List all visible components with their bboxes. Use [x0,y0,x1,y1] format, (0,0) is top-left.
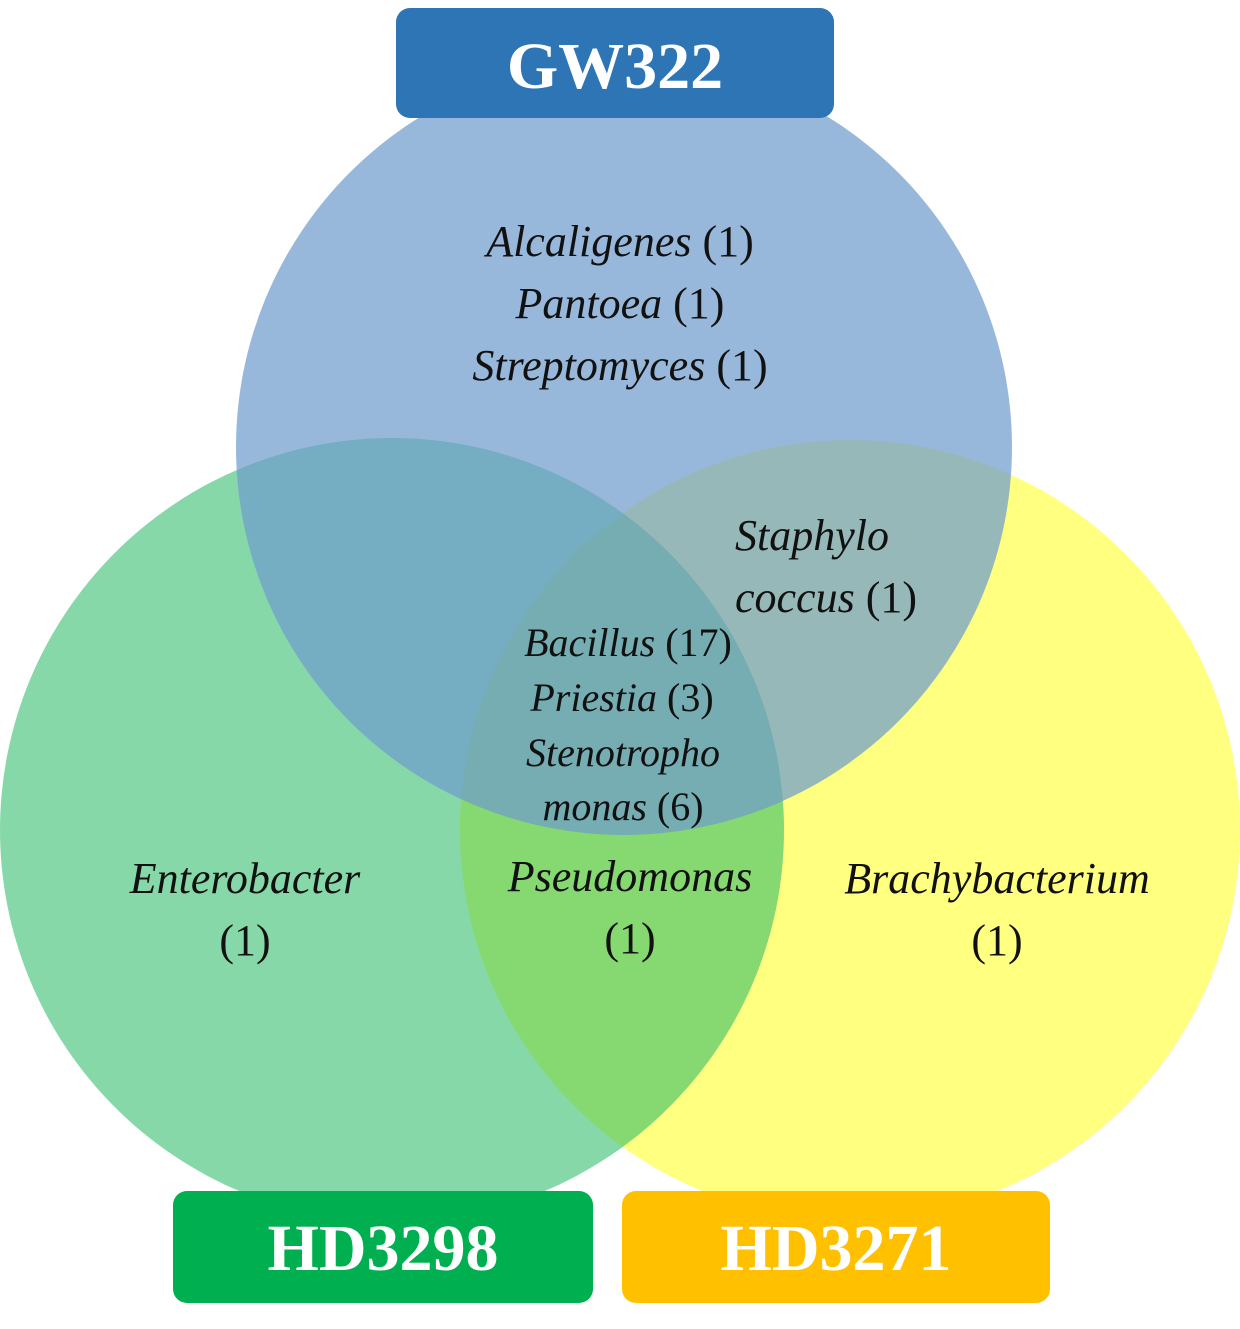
region-left-right-line-2: (1) [604,914,655,963]
genus-name: coccus [735,573,855,622]
count: (1) [716,341,767,390]
genus-name: Pseudomonas [507,852,752,901]
label-left: HD3298 [173,1191,593,1303]
label-top-box [396,8,834,118]
region-right-line-2: (1) [971,916,1022,965]
region-all-three: Bacillus (17) Priestia (3) Stenotropho m… [524,620,732,829]
region-left-line-1: Enterobacter [129,854,361,903]
region-top-right: Staphylo coccus (1) [735,511,917,622]
genus-name: Streptomyces [472,341,705,390]
genus-name: Pantoea [515,279,663,328]
count: (1) [673,279,724,328]
region-top-right-line-2: coccus (1) [735,573,917,622]
label-left-text: HD3298 [268,1212,499,1285]
count: (1) [219,916,270,965]
region-left-right-line-1: Pseudomonas [507,852,752,901]
count: (17) [665,620,732,665]
genus-name: Priestia [529,675,657,720]
label-right-text: HD3271 [721,1212,952,1285]
region-right-line-1: Brachybacterium [844,854,1149,903]
label-top-text: GW322 [507,30,723,103]
region-left-only: Enterobacter (1) [129,854,361,965]
region-top-line-1: Alcaligenes (1) [483,217,754,266]
genus-name: Staphylo [735,511,889,560]
genus-name: Enterobacter [129,854,361,903]
label-right: HD3271 [622,1191,1050,1303]
region-top-line-3: Streptomyces (1) [472,341,767,390]
region-top-only: Alcaligenes (1) Pantoea (1) Streptomyces… [472,217,767,390]
genus-name: Bacillus [524,620,655,665]
region-left-line-2: (1) [219,916,270,965]
label-top: GW322 [396,8,834,118]
count: (1) [971,916,1022,965]
region-center-line-1: Bacillus (17) [524,620,732,665]
count: (3) [667,675,714,720]
region-center-line-3: Stenotropho [526,730,720,775]
count: (1) [604,914,655,963]
label-right-box [622,1191,1050,1303]
circles [0,59,1240,1222]
genus-name: Alcaligenes [483,217,691,266]
region-center-line-4: monas (6) [542,784,703,829]
circle-top [236,59,1012,835]
genus-name: Stenotropho [526,730,720,775]
region-right-only: Brachybacterium (1) [844,854,1149,965]
count: (1) [866,573,917,622]
region-top-right-line-1: Staphylo [735,511,889,560]
region-center-line-2: Priestia (3) [529,675,713,720]
count: (6) [657,784,704,829]
region-left-right: Pseudomonas (1) [507,852,752,963]
count: (1) [702,217,753,266]
genus-name: Brachybacterium [844,854,1149,903]
region-top-line-2: Pantoea (1) [515,279,725,328]
genus-name: monas [542,784,646,829]
label-left-box [173,1191,593,1303]
